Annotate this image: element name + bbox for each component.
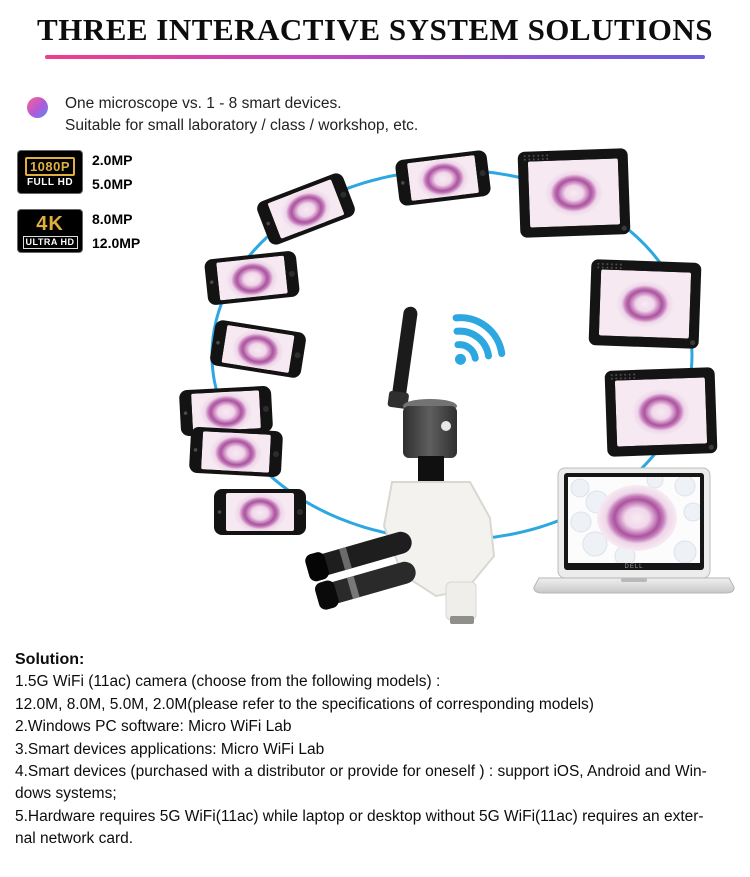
phone-device — [395, 150, 492, 207]
mp-values-4k: 8.0MP 12.0MP — [92, 209, 140, 253]
solution-line: 5.Hardware requires 5G WiFi(11ac) while … — [15, 807, 704, 825]
gradient-bullet-icon — [27, 97, 48, 118]
system-diagram: DELL — [0, 140, 735, 624]
intro-line-1: One microscope vs. 1 - 8 smart devices. — [65, 95, 342, 112]
laptop-logo: DELL — [624, 564, 643, 570]
badge-ultrahd-label: ULTRA HD — [22, 235, 78, 249]
phone-device — [204, 250, 300, 305]
microscope-camera — [305, 306, 496, 624]
solution-section: Solution: 1.5G WiFi (11ac) camera (choos… — [15, 649, 741, 851]
intro-text: One microscope vs. 1 - 8 smart devices. … — [65, 93, 418, 137]
solution-line: 3.Smart devices applications: Micro WiFi… — [15, 740, 325, 758]
solution-line: 1.5G WiFi (11ac) camera (choose from the… — [15, 673, 441, 691]
mp-label: 2.0MP — [92, 152, 133, 168]
resolution-badges: 1080P FULL HD 2.0MP 5.0MP 4K ULTRA HD 8.… — [17, 150, 140, 268]
page-title: THREE INTERACTIVE SYSTEM SOLUTIONS — [37, 12, 713, 47]
intro-line-2: Suitable for small laboratory / class / … — [65, 117, 419, 134]
wifi-signal-icon — [452, 314, 506, 365]
badge-4k-label: 4K — [36, 212, 64, 235]
tablet-device — [518, 148, 631, 238]
solution-line: 2.Windows PC software: Micro WiFi Lab — [15, 718, 292, 736]
phone-device — [209, 319, 307, 379]
tablet-device — [589, 259, 702, 349]
header: THREE INTERACTIVE SYSTEM SOLUTIONS — [0, 0, 750, 59]
tablet-device — [605, 367, 718, 457]
solution-heading: Solution: — [15, 651, 85, 668]
solution-line: dows systems; — [15, 785, 117, 803]
phone-device — [214, 489, 306, 535]
mp-label: 8.0MP — [92, 211, 133, 227]
badge-4k: 4K ULTRA HD — [17, 209, 83, 253]
badge-1080p-label: 1080P — [24, 156, 76, 176]
mp-label: 5.0MP — [92, 176, 133, 192]
intro-section: One microscope vs. 1 - 8 smart devices. … — [27, 93, 418, 137]
mp-label: 12.0MP — [92, 235, 141, 251]
mp-values-1080p: 2.0MP 5.0MP — [92, 150, 132, 194]
badge-row-4k: 4K ULTRA HD 8.0MP 12.0MP — [17, 209, 140, 253]
phone-device — [255, 171, 357, 247]
badge-row-1080p: 1080P FULL HD 2.0MP 5.0MP — [17, 150, 140, 194]
title-underline — [45, 55, 705, 59]
phone-device — [189, 427, 283, 478]
solution-line: 12.0M, 8.0M, 5.0M, 2.0M(please refer to … — [15, 695, 594, 713]
solution-line: 4.Smart devices (purchased with a distri… — [15, 763, 707, 781]
solution-line: nal network card. — [15, 830, 134, 848]
badge-1080p: 1080P FULL HD — [17, 150, 83, 194]
laptop-device: DELL — [533, 467, 735, 594]
badge-fullhd-label: FULL HD — [26, 176, 74, 188]
